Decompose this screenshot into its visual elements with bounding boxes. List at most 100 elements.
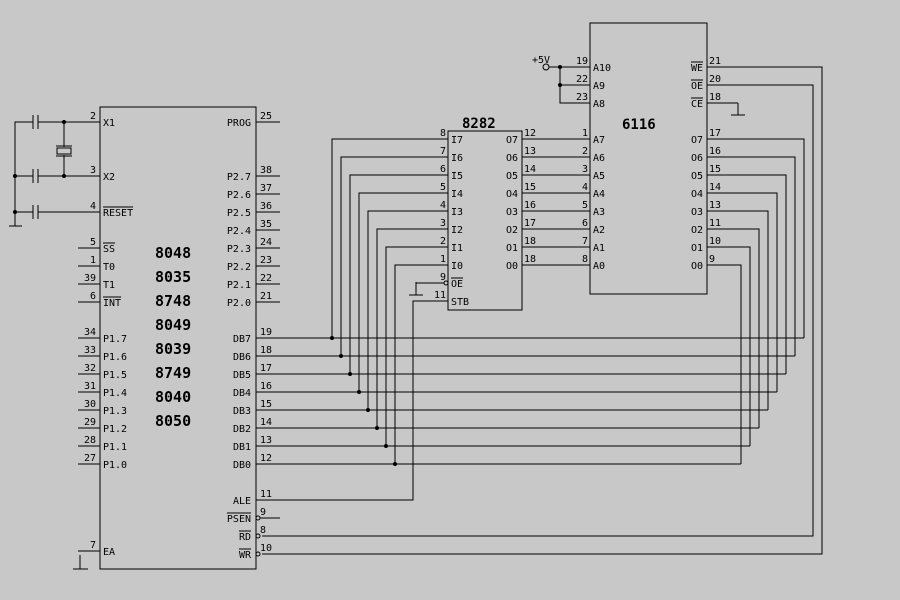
pin-6116-a0: 8A0: [582, 254, 605, 272]
pin-number: 2: [582, 146, 588, 157]
pin-number: 7: [582, 236, 588, 247]
pin-number: 25: [260, 111, 272, 122]
part-number: 8049: [155, 316, 191, 334]
junction: [357, 390, 361, 394]
ground-ea: [73, 555, 88, 570]
pin-number: 6: [440, 164, 446, 175]
pin-label: O4: [691, 189, 703, 200]
pin-number: 23: [576, 92, 588, 103]
pin-label: DB1: [233, 442, 251, 453]
pin-label: P2.3: [227, 244, 251, 255]
pin-label: I2: [451, 225, 463, 236]
pin-number: 30: [84, 399, 96, 410]
latch-input-i2: [376, 228, 428, 428]
pin-label: P1.6: [103, 352, 127, 363]
pin-label: P2.0: [227, 298, 251, 309]
chip-6116-body: [589, 22, 708, 295]
pin-label: DB3: [233, 406, 251, 417]
rd-to-oe: [262, 84, 814, 537]
pin-number: 3: [90, 165, 96, 176]
pin-label: O6: [691, 153, 703, 164]
pin-number: 18: [524, 254, 536, 265]
pin-number: 10: [709, 236, 721, 247]
pin-label: A0: [593, 261, 605, 272]
pin-6116-a7: 1A7: [582, 128, 605, 146]
pin-label: DB2: [233, 424, 251, 435]
pin-label: P2.1: [227, 280, 251, 291]
pin-label: A10: [593, 63, 611, 74]
pin-number: 14: [709, 182, 721, 193]
junction: [366, 408, 370, 412]
pin-number: 21: [709, 56, 721, 67]
pin-8282-i5: 6I5: [428, 164, 463, 182]
pin-number: 19: [576, 56, 588, 67]
pin-label: A3: [593, 207, 605, 218]
pin-8282-i3: 4I3: [428, 200, 463, 218]
pin-number: 5: [440, 182, 446, 193]
pin-number: 35: [260, 219, 272, 230]
pin-label: A6: [593, 153, 605, 164]
pin-number: 17: [260, 363, 272, 374]
pin-label: P1.2: [103, 424, 127, 435]
ground-8282-oe: [409, 282, 423, 296]
pin-label: ALE: [233, 496, 251, 507]
power-5v-net: [542, 63, 590, 104]
pin-number: 21: [260, 291, 272, 302]
pin-number: 2: [440, 236, 446, 247]
pin-label: RESET: [103, 208, 133, 219]
pin-label: EA: [103, 547, 115, 558]
latch-input-i6: [340, 156, 428, 356]
pin-label: SS: [103, 244, 115, 255]
pin-6116-a5: 3A5: [582, 164, 605, 182]
pin-label: O1: [506, 243, 518, 254]
pin-label: A2: [593, 225, 605, 236]
power-label-5v: +5V: [532, 55, 550, 66]
pin-8282-i1: 2I1: [428, 236, 463, 254]
ale-to-stb: [256, 300, 428, 501]
part-number: 8035: [155, 268, 191, 286]
pin-8282-i0: 1I0: [428, 254, 463, 272]
pin-number: 9: [440, 272, 446, 283]
pin-6116-a6: 2A6: [582, 146, 605, 164]
pin-8048-x2: 3X2: [90, 165, 115, 183]
pin-label: I5: [451, 171, 463, 182]
pin-number: 22: [260, 273, 272, 284]
pin-number: 1: [440, 254, 446, 265]
pin-label: A9: [593, 81, 605, 92]
pin-label: O5: [691, 171, 703, 182]
junction: [375, 426, 379, 430]
pin-number: 36: [260, 201, 272, 212]
pin-label: CE: [691, 99, 703, 110]
pin-label: I1: [451, 243, 463, 254]
chip-8048-part-numbers: 8048 8035 8748 8049 8039 8749 8040 8050: [155, 244, 191, 430]
pin-number: 3: [582, 164, 588, 175]
pin-6116-a3: 5A3: [582, 200, 605, 218]
pin-number: 13: [709, 200, 721, 211]
oscillator-network: [9, 115, 100, 227]
pin-number: 9: [709, 254, 715, 265]
part-number: 8048: [155, 244, 191, 262]
pin-number: 14: [524, 164, 536, 175]
pin-number: 31: [84, 381, 96, 392]
pin-label: I0: [451, 261, 463, 272]
pin-label: P2.5: [227, 208, 251, 219]
pin-8282-i7: 8I7: [428, 128, 463, 146]
pin-label: OE: [691, 81, 703, 92]
pin-number: 11: [434, 290, 446, 301]
